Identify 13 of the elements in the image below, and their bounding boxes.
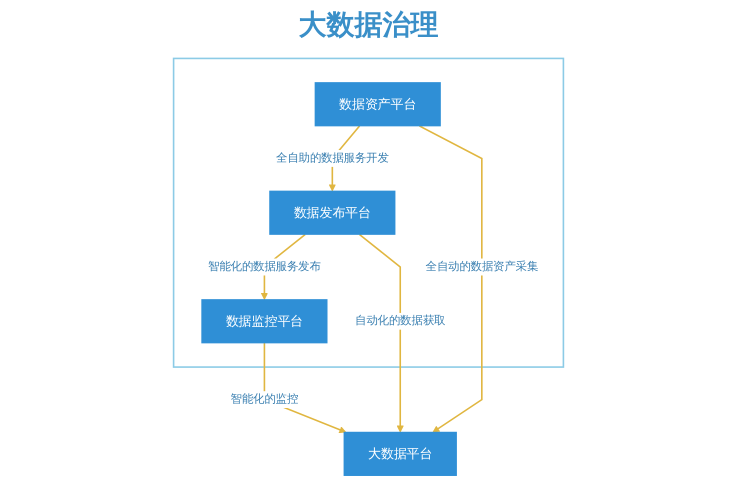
arrow — [419, 125, 483, 432]
edge-label: 智能化的监控 — [230, 392, 298, 406]
edge-label: 全自助的数据服务开发 — [276, 152, 389, 165]
edge-label: 自动化的数据获取 — [355, 314, 446, 328]
cluster — [172, 58, 564, 368]
diagram-title: 大数据治理 — [298, 7, 440, 43]
node-box: 大数据平台 — [344, 432, 457, 476]
edge-label: 全自动的数据资产采集 — [426, 260, 538, 274]
node-box: 数据发布平台 — [269, 190, 396, 235]
edge-label: 智能化的数据服务发布 — [208, 260, 321, 274]
node-box: 数据资产平台 — [314, 82, 441, 126]
arrow — [359, 234, 404, 432]
node-box: 数据监控平台 — [201, 299, 328, 344]
